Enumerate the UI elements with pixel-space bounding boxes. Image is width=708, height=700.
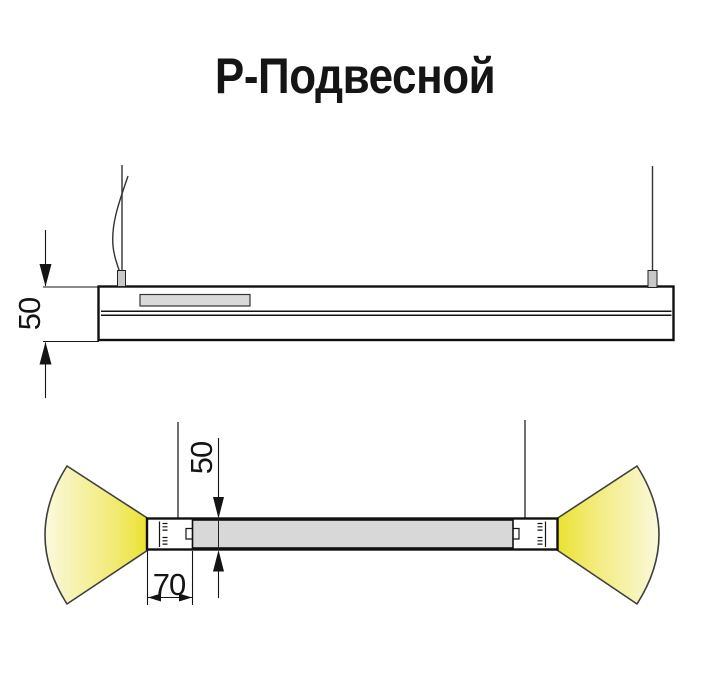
dimension-width-50: 50 [184, 438, 224, 598]
light-beam-cone-left [44, 465, 149, 605]
arrowhead-up-icon [39, 342, 52, 365]
cap-notch [185, 527, 193, 540]
dimension-label-endcap: 70 [153, 567, 186, 602]
bottom-view: 50 70 [44, 420, 660, 605]
profile-bar-body [191, 519, 514, 549]
wire-gripper-right [647, 270, 658, 288]
cap-thread-ticks [537, 522, 543, 545]
arrowhead-down-icon [39, 264, 52, 287]
cap-thread-ticks [162, 522, 168, 545]
end-cap-left [158, 521, 193, 547]
dimension-label-width: 50 [184, 441, 219, 474]
arrowhead-up-icon [213, 550, 224, 572]
light-beam-cone-right [556, 465, 660, 605]
cap-notch [512, 527, 520, 540]
end-cap-right [512, 521, 547, 547]
page-title: Р-Подвесной [214, 48, 496, 104]
side-view: 50 [12, 165, 675, 398]
arrowhead-down-icon [213, 497, 224, 519]
wire-gripper-left [117, 270, 126, 287]
dimension-endcap-70: 70 [146, 551, 194, 605]
arrowhead-left-icon [148, 593, 161, 602]
arrowhead-right-icon [179, 593, 192, 602]
dimension-label-height: 50 [12, 297, 47, 330]
led-driver-box [139, 293, 251, 307]
dimension-height-50: 50 [12, 230, 99, 398]
